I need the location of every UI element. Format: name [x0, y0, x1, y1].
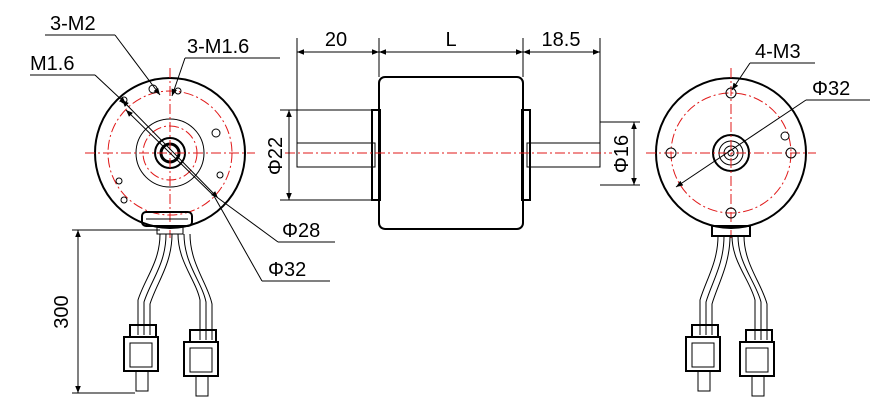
side-view	[285, 76, 612, 230]
front-connector-b	[183, 329, 219, 397]
label-phi32-front: Φ32	[268, 259, 306, 281]
label-phi28: Φ28	[282, 220, 320, 242]
label-dim-l: L	[445, 29, 456, 51]
rear-connector-b	[739, 329, 775, 397]
label-3-m1-6: 3-M1.6	[187, 36, 249, 58]
front-connector-a	[123, 324, 159, 392]
rear-view-leaders	[675, 62, 870, 188]
label-300: 300	[51, 295, 73, 328]
front-view-leaders	[30, 34, 335, 282]
rear-cables	[685, 235, 775, 397]
rear-view	[646, 68, 816, 238]
label-phi22: Φ22	[265, 137, 287, 175]
label-m1-6: M1.6	[30, 53, 74, 75]
label-3-m2: 3-M2	[50, 13, 96, 35]
front-cables	[123, 233, 219, 397]
side-view-dimensions	[280, 38, 640, 201]
label-4-m3: 4-M3	[755, 41, 801, 63]
cable-length-dimension	[72, 229, 160, 394]
label-phi16: Φ16	[611, 135, 633, 173]
label-dim-20: 20	[325, 29, 347, 51]
label-phi32-rear: Φ32	[812, 78, 850, 100]
label-dim-18-5: 18.5	[542, 29, 581, 51]
rear-connector-a	[685, 324, 721, 392]
